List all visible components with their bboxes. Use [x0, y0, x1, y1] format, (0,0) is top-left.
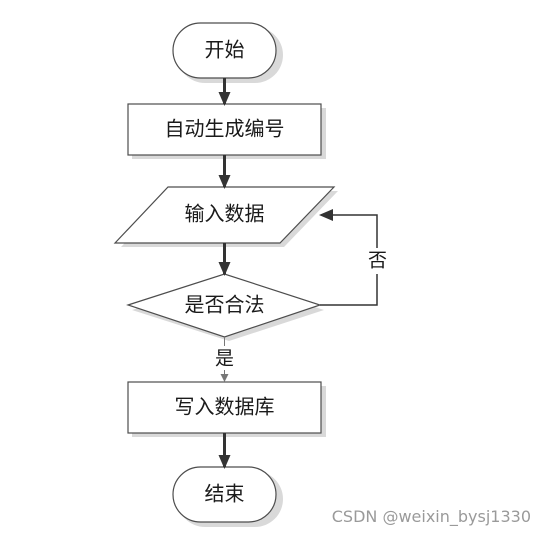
no-label-bg [365, 248, 390, 274]
input-data-label: 输入数据 [185, 202, 265, 226]
yes-label: 是 [215, 348, 234, 370]
no-label: 否 [368, 250, 387, 272]
write-db-process [127, 381, 322, 434]
validity-label: 是否合法 [185, 293, 265, 317]
auto-number-process [127, 103, 322, 156]
yes-label-bg [212, 346, 237, 370]
auto-number-label: 自动生成编号 [165, 117, 285, 141]
end-label: 结束 [205, 482, 245, 506]
write-db-label: 写入数据库 [175, 395, 275, 419]
csdn-watermark: CSDN @weixin_bysj1330 [331, 507, 531, 526]
start-label: 开始 [205, 38, 245, 62]
